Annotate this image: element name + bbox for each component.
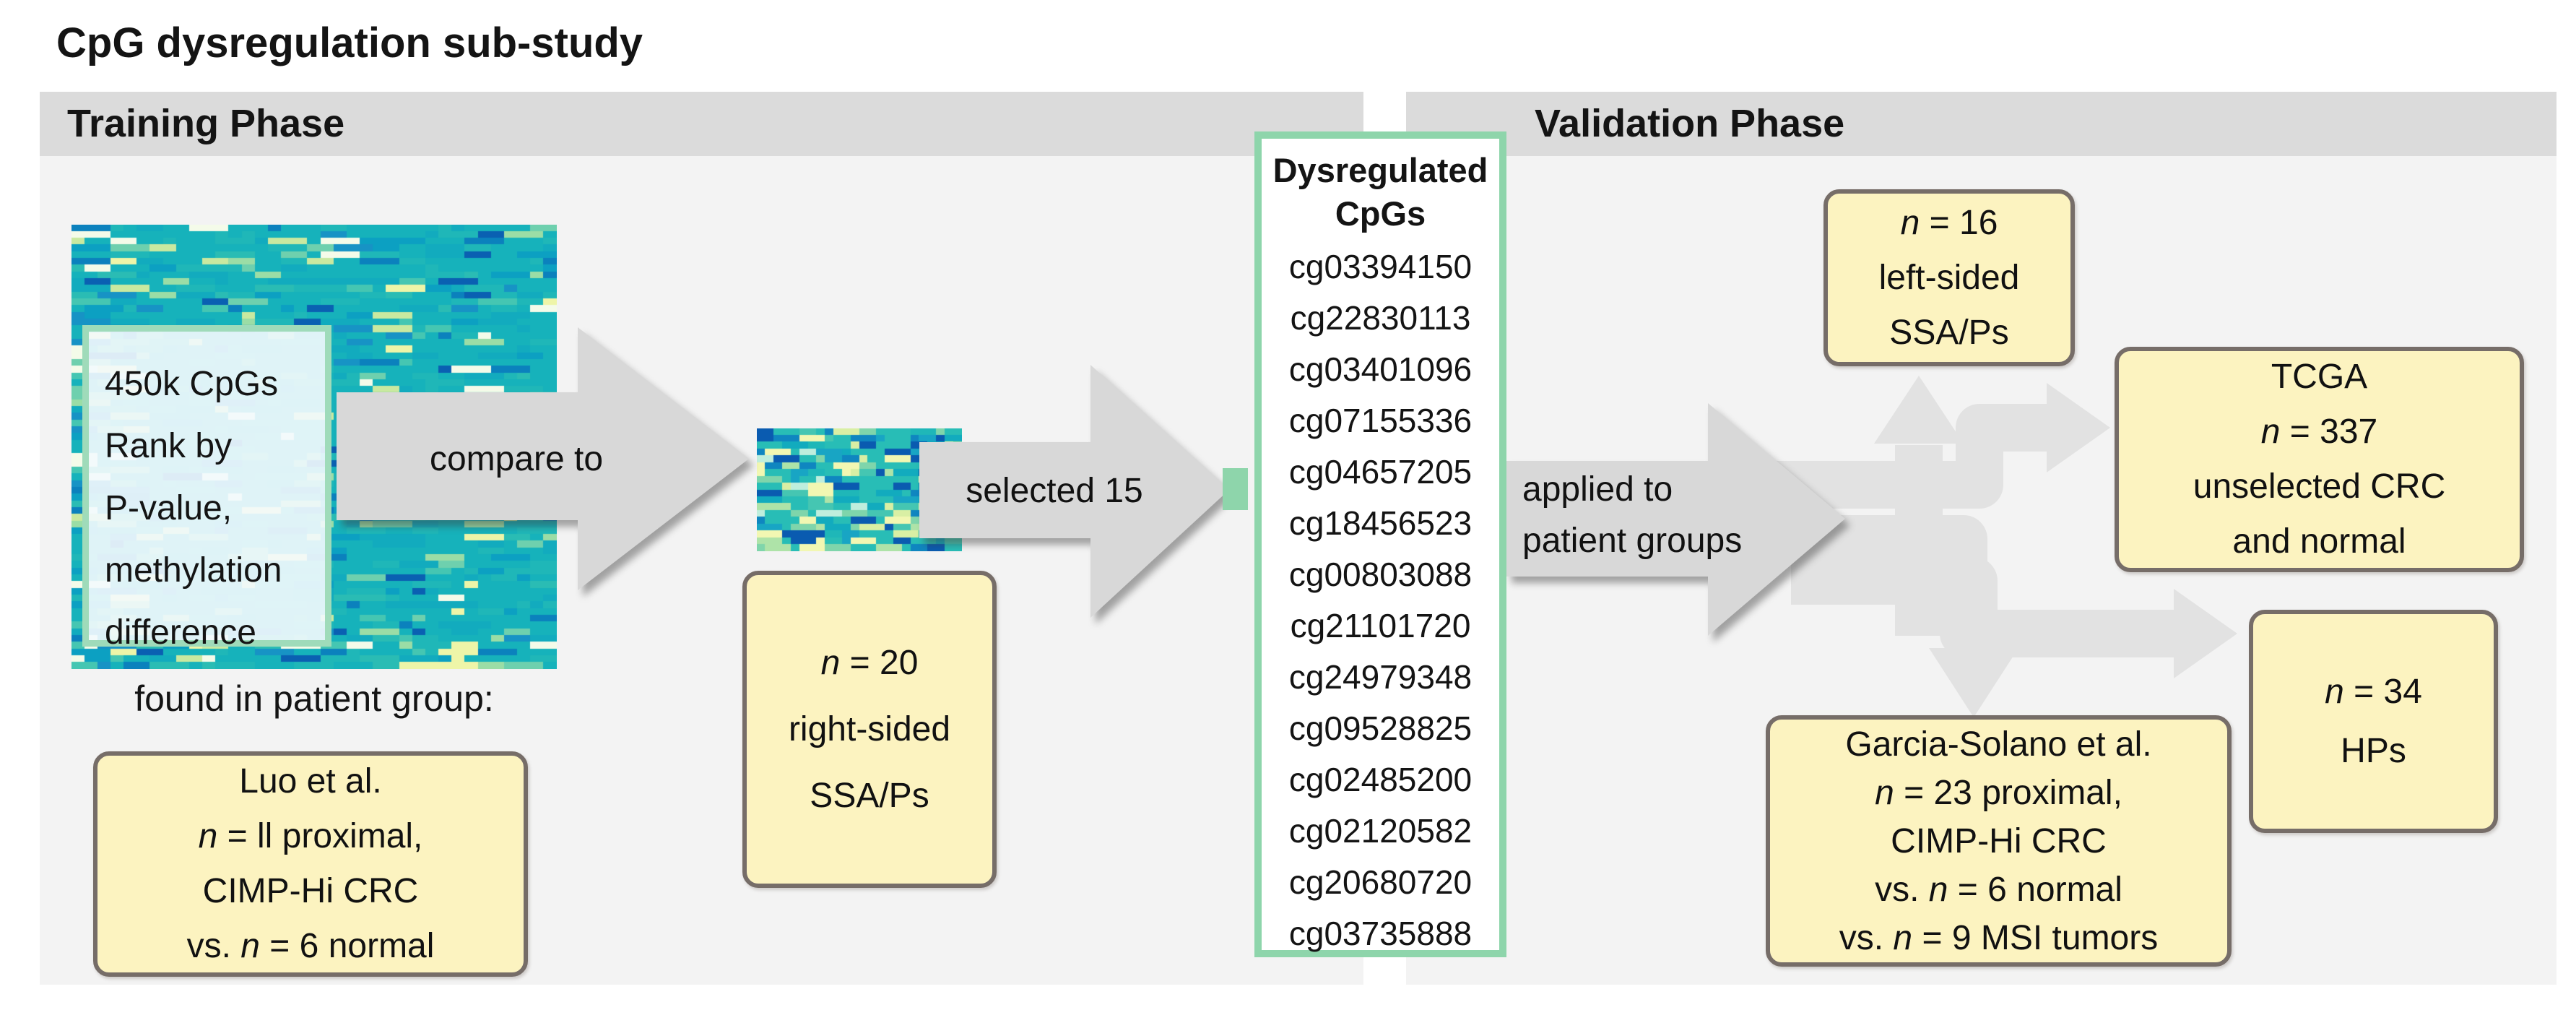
applied-arrow-label-line2: patient groups	[1522, 522, 1743, 560]
cpg-list-item: cg09528825	[1288, 709, 1473, 747]
hps-box: n = 34 HPs	[2249, 610, 2498, 833]
selected-arrow-icon	[919, 365, 1229, 618]
cpg-list-item: cg24979348	[1288, 658, 1473, 696]
overlay-line: P-value,	[105, 489, 233, 527]
box-line: right-sided	[788, 709, 951, 748]
left-sided-ssap-box: n = 16 left-sided SSA/Ps	[1823, 189, 2075, 366]
applied-arrow-label-line1: applied to	[1522, 470, 1673, 509]
box-line: vs. n = 9 MSI tumors	[1839, 918, 2159, 957]
page-title: CpG dysregulation sub-study	[56, 20, 643, 66]
box-line: vs. n = 6 normal	[1875, 870, 2122, 909]
applied-arrow-label: applied to patient groups	[1522, 464, 1855, 566]
pipe-to-garcia	[1791, 557, 1998, 651]
cpg-list-item: cg02120582	[1288, 812, 1473, 850]
cpg-list-item: cg03401096	[1288, 350, 1473, 388]
pipe-arrowhead-tcga-icon	[2047, 383, 2110, 472]
cpg-list-item: cg20680720	[1288, 863, 1473, 901]
pipe-arrowhead-down-icon	[1929, 648, 2018, 717]
right-sided-ssap-box: n = 20 right-sided SSA/Ps	[742, 571, 997, 888]
green-connector	[1223, 468, 1248, 510]
box-line: n = 337	[2260, 413, 2378, 451]
compare-arrow-icon	[337, 327, 749, 590]
box-line: CIMP-Hi CRC	[1891, 821, 2107, 860]
box-line: n = 20	[820, 643, 919, 682]
pipe-arrowhead-up-icon	[1874, 376, 1964, 444]
tcga-box: TCGA n = 337 unselected CRC and normal	[2115, 347, 2524, 572]
box-line: n = 23 proximal,	[1875, 773, 2122, 812]
box-line: left-sided	[1878, 258, 2020, 297]
found-in-patient-group-label: found in patient group:	[134, 678, 494, 719]
box-line: vs. n = 6 normal	[186, 927, 435, 965]
cpg-list-item: cg18456523	[1288, 504, 1473, 542]
box-line: unselected CRC	[2193, 467, 2446, 506]
box-line: Luo et al.	[239, 762, 382, 800]
overlay-line: 450k CpGs	[105, 365, 279, 403]
cpg-list-item: cg21101720	[1290, 607, 1471, 644]
heatmap-overlay-note: 450k CpGs Rank by P-value, methylation d…	[82, 325, 331, 652]
garcia-solano-box: Garcia-Solano et al. n = 23 proximal, CI…	[1766, 715, 2232, 967]
overlay-line: difference	[105, 613, 256, 652]
cpg-list-item: cg03394150	[1288, 248, 1473, 285]
cpg-list-item: cg22830113	[1290, 299, 1471, 337]
box-line: n = 34	[2325, 672, 2422, 711]
box-line: SSA/Ps	[1889, 313, 2009, 352]
box-line: SSA/Ps	[810, 776, 929, 815]
dysregulated-cpgs-box: Dysregulated CpGs cg03394150 cg22830113 …	[1254, 131, 1506, 957]
pipe-arrowhead-hps-icon	[2174, 589, 2237, 678]
overlay-line: methylation	[105, 551, 282, 590]
pipe-to-tcga	[1748, 404, 2050, 509]
cpg-list-header: Dysregulated CpGs	[1272, 151, 1488, 233]
cpg-list-item: cg03735888	[1288, 915, 1473, 952]
box-line: HPs	[2341, 731, 2406, 770]
cpg-list-item: cg02485200	[1288, 761, 1473, 798]
luo-patient-group-box: Luo et al. n = ll proximal, CIMP-Hi CRC …	[93, 751, 528, 977]
overlay-line: Rank by	[105, 427, 233, 465]
training-phase-label: Training Phase	[67, 102, 345, 145]
box-line: n = 16	[1900, 203, 1998, 242]
box-line: and normal	[2232, 522, 2406, 561]
box-line: Garcia-Solano et al.	[1845, 725, 2152, 764]
cpg-list-item: cg00803088	[1288, 556, 1473, 593]
training-panel-header	[40, 92, 1363, 156]
applied-arrow-icon	[1506, 403, 1845, 636]
box-line: TCGA	[2271, 358, 2368, 396]
validation-panel-header	[1406, 92, 2557, 156]
cpg-list-item: cg04657205	[1288, 453, 1473, 491]
validation-phase-label: Validation Phase	[1535, 102, 1845, 145]
selected-arrow-label: selected 15	[966, 472, 1143, 510]
box-line: CIMP-Hi CRC	[202, 872, 419, 910]
cpg-list-item: cg07155336	[1288, 402, 1473, 439]
box-line: n = ll proximal,	[198, 817, 423, 855]
compare-arrow-label: compare to	[429, 440, 604, 478]
